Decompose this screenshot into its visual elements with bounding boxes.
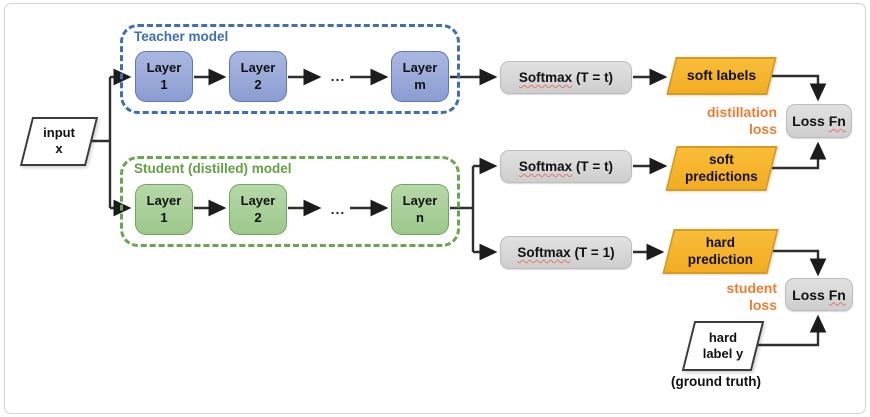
layer-sub: 2 [254, 76, 262, 92]
softmax-temp: (T = t) [572, 70, 614, 85]
softmax-teacher-box: Softmax (T = t) [500, 61, 632, 94]
hard-label-node: hard label y [681, 321, 765, 371]
student-loss-label: student loss [690, 280, 777, 314]
input-label-line1: input [43, 125, 75, 141]
student-loss-line1: student [726, 280, 777, 296]
layer-word: Layer [146, 192, 182, 208]
distillation-loss-label: distillation loss [680, 104, 777, 138]
soft-labels-text: soft labels [686, 67, 757, 84]
layer-sub: m [414, 76, 426, 92]
student-loss-line2: loss [748, 296, 777, 313]
input-node: input x [19, 117, 99, 166]
softmax-word: Softmax [518, 159, 573, 174]
loss-fn-distillation-box: Loss Fn [786, 104, 852, 138]
hard-label-line1: hard [708, 329, 738, 345]
student-model-label: Student (distilled) model [134, 161, 292, 176]
loss-fn-word: Fn [828, 286, 846, 303]
layer-sub: 1 [160, 209, 168, 225]
layer-word: Layer [402, 59, 438, 75]
loss-fn-prefix: Loss [792, 113, 829, 129]
layer-sub: n [416, 209, 424, 225]
softmax-temp: (T = 1) [570, 245, 615, 260]
soft-predictions-line2: predictions [685, 168, 758, 184]
teacher-model-label: Teacher model [134, 29, 229, 44]
loss-fn-student-box: Loss Fn [785, 278, 853, 311]
distillation-loss-line2: loss [748, 120, 777, 137]
student-ellipsis: ... [330, 201, 346, 217]
layer-word: Layer [146, 59, 182, 75]
loss-fn-word: Fn [828, 113, 846, 129]
softmax-student-hard-box: Softmax (T = 1) [500, 236, 632, 269]
teacher-model-group [120, 24, 460, 114]
soft-predictions-line1: soft [709, 151, 734, 167]
layer-word: Layer [402, 192, 438, 208]
teacher-ellipsis: ... [330, 68, 346, 84]
layer-sub: 1 [160, 76, 168, 92]
layer-sub: 2 [254, 209, 262, 225]
hard-prediction-line1: hard [705, 234, 736, 250]
hard-prediction-line2: prediction [687, 251, 754, 267]
soft-labels-node: soft labels [666, 57, 777, 95]
softmax-word: Softmax [517, 245, 571, 260]
layer-word: Layer [240, 59, 276, 75]
student-model-group [120, 156, 460, 247]
input-label-line2: x [55, 141, 63, 157]
softmax-temp: (T = t) [572, 159, 614, 174]
hard-label-line2: label y [702, 346, 744, 361]
hard-prediction-node: hard prediction [662, 229, 779, 274]
ground-truth-caption: (ground truth) [671, 374, 761, 389]
distillation-loss-line1: distillation [707, 104, 777, 120]
loss-fn-prefix: Loss [792, 286, 829, 303]
softmax-student-soft-box: Softmax (T = t) [500, 150, 632, 183]
softmax-word: Softmax [518, 70, 573, 85]
soft-predictions-node: soft predictions [665, 146, 778, 191]
layer-word: Layer [240, 192, 276, 208]
